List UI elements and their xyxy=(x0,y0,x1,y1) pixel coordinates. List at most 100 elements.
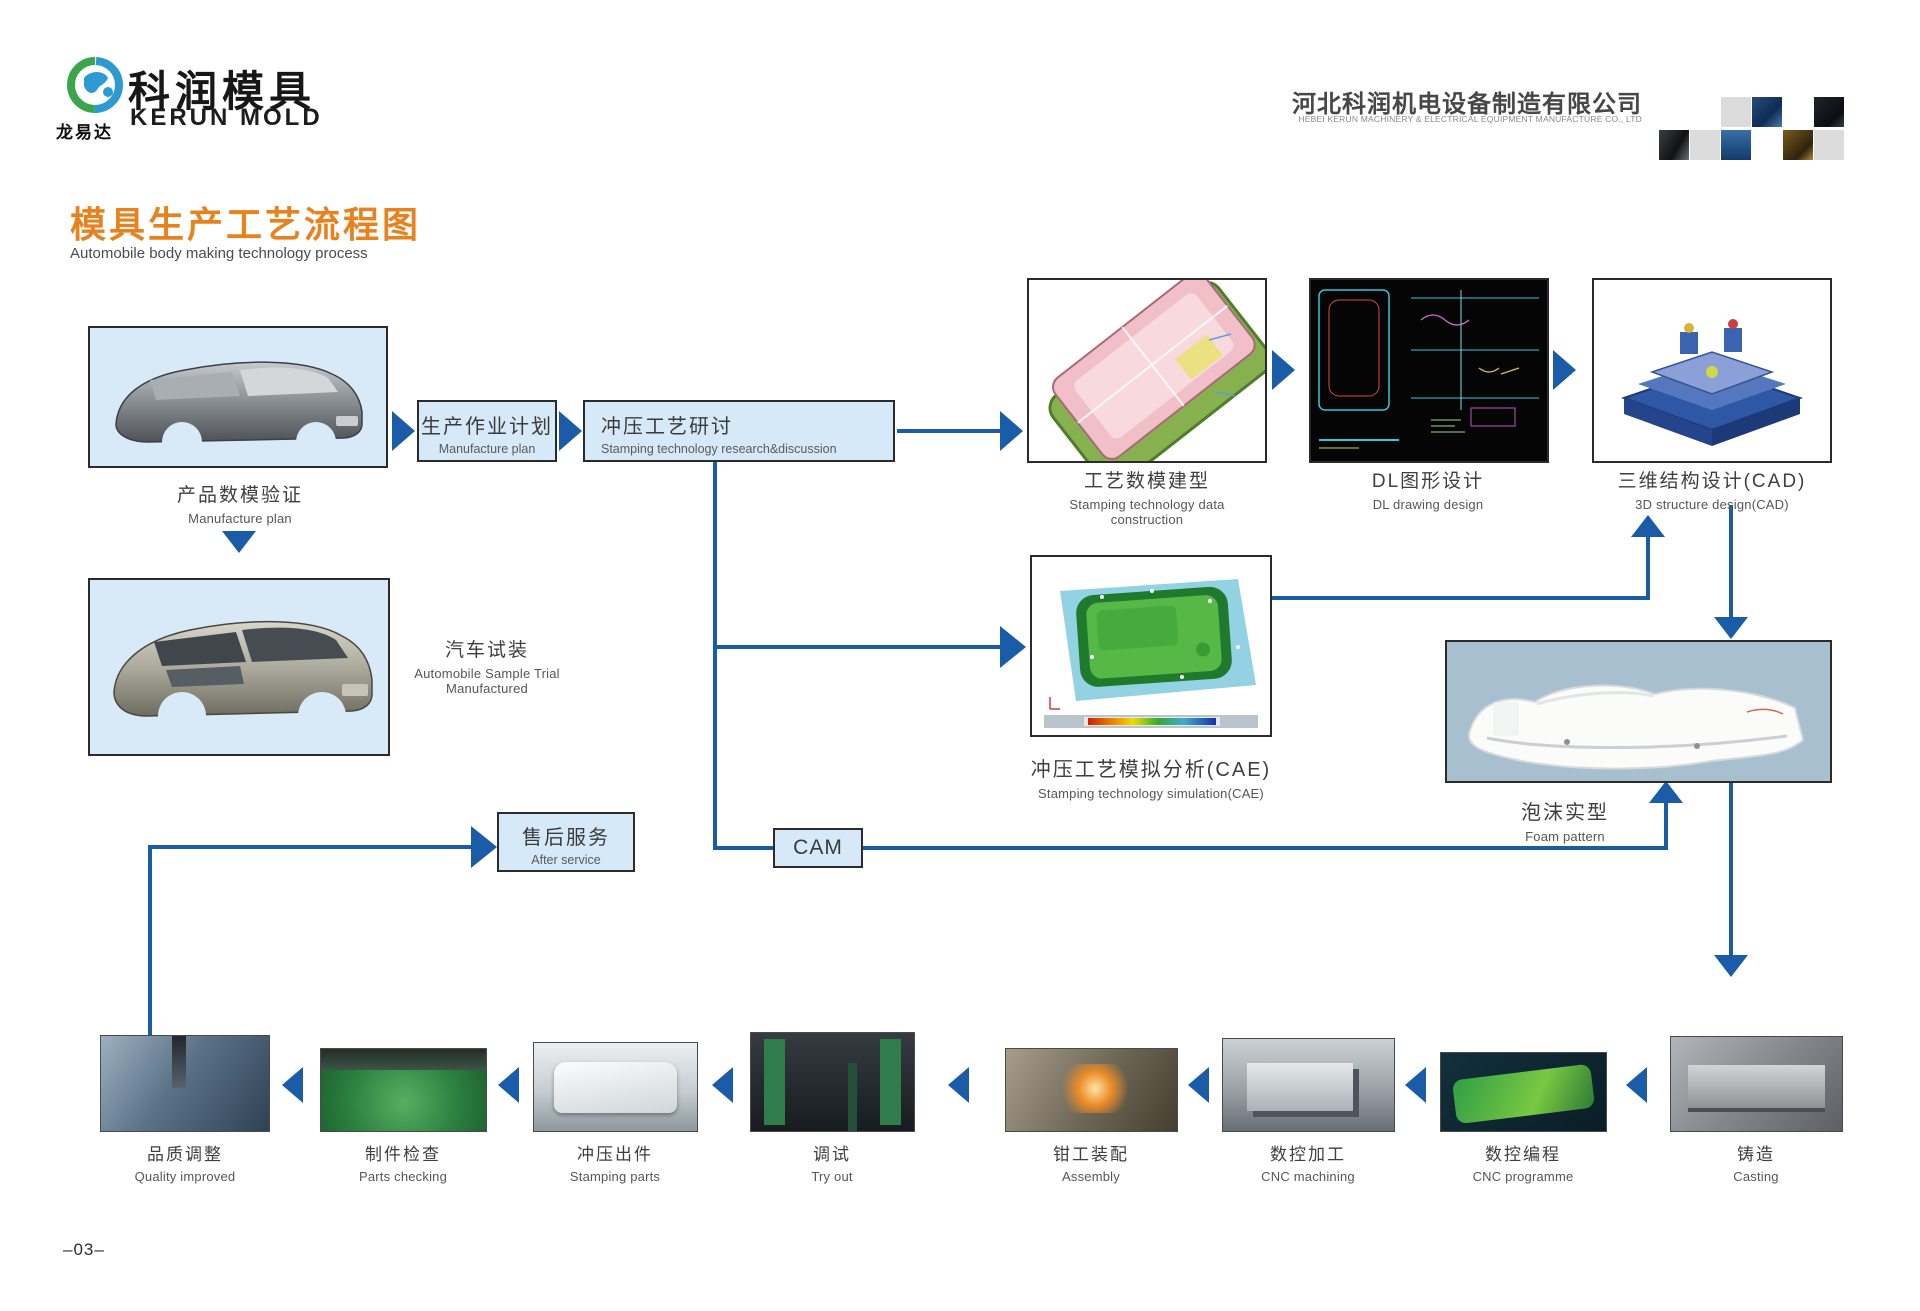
dl-design-image xyxy=(1309,278,1549,463)
label-en: construction xyxy=(1110,512,1184,527)
box-label-cn: 售后服务 xyxy=(522,827,610,849)
casting-label: 铸造 Casting xyxy=(1733,1140,1778,1184)
try-out-photo xyxy=(750,1032,915,1132)
label-en: Assembly xyxy=(1062,1169,1120,1184)
cnc-machining-photo xyxy=(1222,1038,1395,1132)
casting-photo xyxy=(1670,1036,1843,1132)
connector-line xyxy=(148,845,475,849)
sample-car-image xyxy=(88,578,390,756)
arrow-head-up xyxy=(1631,515,1665,537)
label-en: DL drawing design xyxy=(1372,497,1484,512)
label-cn: 铸造 xyxy=(1736,1145,1775,1164)
arrow-head-left xyxy=(948,1067,969,1103)
stamping-parts-label: 冲压出件 Stamping parts xyxy=(570,1140,660,1184)
sub-brand-label: 龙易达 xyxy=(56,123,113,142)
label-en: CNC programme xyxy=(1472,1169,1574,1184)
mosaic-tile xyxy=(1690,130,1720,160)
connector-line xyxy=(1729,783,1733,957)
label-cn: 数控编程 xyxy=(1485,1145,1561,1164)
try-out-label: 调试 Try out xyxy=(811,1140,852,1184)
after-service-box: 售后服务 After service xyxy=(497,812,635,872)
label-cn: 冲压工艺模拟分析(CAE) xyxy=(1030,759,1272,781)
mosaic-tile-gear-blue xyxy=(1721,130,1751,160)
label-cn: 产品数模验证 xyxy=(176,485,304,506)
foam-pattern-image xyxy=(1445,640,1832,783)
arrow-head-left xyxy=(712,1067,733,1103)
mosaic-tile xyxy=(1721,97,1751,127)
arrow-head-left xyxy=(282,1067,303,1103)
product-model-image xyxy=(88,326,388,468)
company-name-en: HEBEI KERUN MACHINERY & ELECTRICAL EQUIP… xyxy=(1298,114,1642,124)
company-name-cn: 河北科润机电设备制造有限公司 xyxy=(1292,91,1642,118)
label-cn: 调试 xyxy=(813,1145,851,1164)
arrow-head-down xyxy=(222,531,256,553)
arrow-head-down xyxy=(1714,955,1748,977)
label-en: Quality improved xyxy=(134,1169,236,1184)
label-en: Automobile Sample Trial xyxy=(414,666,560,681)
arrow-head-right xyxy=(1000,411,1023,451)
connector-line xyxy=(1272,596,1650,600)
connector-line xyxy=(1729,505,1733,619)
label-cn: 数控加工 xyxy=(1269,1145,1346,1164)
label-cn: 制件检查 xyxy=(365,1145,441,1164)
arrow-head-down xyxy=(1714,617,1748,639)
label-en: Parts checking xyxy=(358,1169,448,1184)
mosaic-tile xyxy=(1814,130,1844,160)
assembly-label: 钳工装配 Assembly xyxy=(1053,1140,1129,1184)
label-cn: 三维结构设计(CAD) xyxy=(1617,471,1807,492)
cnc-programme-photo xyxy=(1440,1052,1607,1132)
connector-line xyxy=(715,645,1005,649)
cad-image xyxy=(1592,278,1832,463)
cae-image xyxy=(1030,555,1272,737)
production-plan-box: 生产作业计划 Manufacture plan xyxy=(417,400,557,462)
label-cn: 工艺数模建型 xyxy=(1083,471,1211,492)
brand-name-cn: 科润模具 xyxy=(128,68,317,115)
label-cn: 泡沫实型 xyxy=(1521,802,1609,824)
arrow-head-right xyxy=(471,826,497,868)
arrow-head-right xyxy=(1553,350,1576,390)
connector-line xyxy=(897,429,1007,433)
arrow-head-left xyxy=(498,1067,519,1103)
parts-checking-label: 制件检查 Parts checking xyxy=(359,1140,447,1184)
quality-improved-label: 品质调整 Quality improved xyxy=(135,1140,236,1184)
tech-model-label: 工艺数模建型 Stamping technology data construc… xyxy=(1069,466,1224,527)
label-cn: 品质调整 xyxy=(147,1145,223,1164)
stamping-research-box: 冲压工艺研讨 Stamping technology research&disc… xyxy=(583,400,895,462)
box-label-cn: 冲压工艺研讨 xyxy=(601,416,733,438)
mosaic-tile-drill xyxy=(1659,130,1689,160)
box-label-cn: 生产作业计划 xyxy=(421,416,553,438)
connector-line xyxy=(148,845,152,1035)
connector-line xyxy=(1646,537,1650,598)
page-number: –03– xyxy=(63,1240,105,1259)
assembly-photo xyxy=(1005,1048,1178,1132)
label-en: Casting xyxy=(1733,1169,1779,1184)
arrow-head-right xyxy=(559,411,582,451)
sample-car-label: 汽车试装 Automobile Sample Trial Manufacture… xyxy=(414,635,560,696)
arrow-head-right xyxy=(1272,350,1295,390)
connector-line xyxy=(861,846,1668,850)
box-label-en: Manufacture plan xyxy=(438,442,536,456)
dl-design-label: DL图形设计 DL drawing design xyxy=(1372,466,1484,512)
stamping-parts-photo xyxy=(533,1042,698,1132)
parts-checking-photo xyxy=(320,1048,487,1132)
cam-label: CAM xyxy=(793,836,843,859)
label-cn: 钳工装配 xyxy=(1053,1145,1129,1164)
brand-name-en: KERUN MOLD xyxy=(130,104,323,131)
label-en: Manufacture plan xyxy=(188,511,292,526)
arrow-head-left xyxy=(1188,1067,1209,1103)
page-title: 模具生产工艺流程图 xyxy=(70,205,422,245)
quality-improved-photo xyxy=(100,1035,270,1132)
label-cn: 冲压出件 xyxy=(576,1145,653,1164)
label-cn: DL图形设计 xyxy=(1371,471,1485,492)
label-en: Stamping parts xyxy=(569,1169,661,1184)
label-cn: 汽车试装 xyxy=(444,640,529,661)
label-en: Stamping technology data xyxy=(1069,497,1225,512)
logo-globe-icon xyxy=(64,56,126,118)
box-label-en: Stamping technology research&discussion xyxy=(601,442,837,456)
cae-label: 冲压工艺模拟分析(CAE) Stamping technology simula… xyxy=(1031,753,1271,801)
cnc-programme-label: 数控编程 CNC programme xyxy=(1473,1140,1574,1184)
label-en: Stamping technology simulation(CAE) xyxy=(1038,786,1264,801)
cnc-machining-label: 数控加工 CNC machining xyxy=(1261,1140,1355,1184)
page-subtitle: Automobile body making technology proces… xyxy=(70,245,368,262)
